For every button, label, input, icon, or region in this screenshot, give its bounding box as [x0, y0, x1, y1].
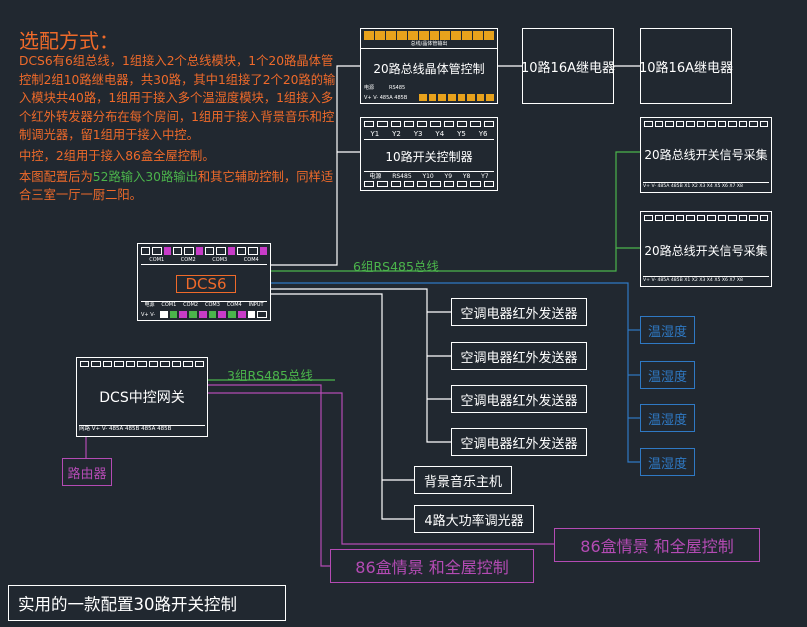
- relay-module-2: 10路16A继电器: [639, 28, 733, 104]
- dcs6-com3-top: COM3: [212, 257, 228, 263]
- bus3-label: 3组RS485总线: [227, 368, 313, 383]
- intro-para-2: 中控，2组用于接入86盒全屋控制。: [19, 148, 215, 163]
- dcs6-com3-bottom: COM3: [204, 302, 220, 308]
- scene-panel-2: 86盒情景 和全屋控制: [554, 528, 760, 562]
- music-host: 背景音乐主机: [414, 466, 512, 494]
- gateway-label: DCS中控网关: [99, 390, 185, 406]
- ir-transmitter-1: 空调电器红外发送器: [451, 298, 587, 326]
- transistor-module: 总线/晶体管输出 20路总线晶体管控制 电源 RS485 V+ V- 485A …: [360, 28, 498, 104]
- input-module-2-pins: V+ V- 485A 485B X1 X2 X3 X4 X5 X6 X7 X8: [643, 276, 769, 284]
- transistor-top-text: 总线/晶体管输出: [361, 41, 497, 49]
- input-module-1-label: 20路总线开关信号采集: [644, 148, 768, 162]
- switch-port-y4: Y4: [435, 130, 445, 138]
- dcs6-com4-bottom: COM4: [226, 302, 242, 308]
- dcs6-com2-top: COM2: [180, 257, 196, 263]
- dcs6-com1-top: COM1: [149, 257, 165, 263]
- switch-port-power: 电源: [369, 173, 382, 180]
- switch-controller-module: Y1 Y2 Y3 Y4 Y5 Y6 10路开关控制器 电源 RS485 Y10 …: [360, 117, 498, 191]
- switch-port-y7: Y7: [481, 173, 489, 180]
- dcs6-com1-bottom: COM1: [161, 302, 177, 308]
- dcs6-controller: COM1 COM2 COM3 COM4 电源 COM1 COM2 COM3 CO…: [137, 243, 271, 321]
- input-module-1: 20路总线开关信号采集 V+ V- 485A 485B X1 X2 X3 X4 …: [640, 117, 772, 193]
- intro-para-3-c: 和其它辅助控制，同样适合三室一厅一厨二阳。: [19, 169, 334, 203]
- intro-para-3-a: 本图配置后为: [19, 169, 93, 184]
- transistor-rs485-label: RS485: [389, 85, 406, 91]
- switch-port-y2: Y2: [392, 130, 401, 138]
- intro-para-1: DCS6有6组总线，1组接入2个总线模块，1个20路晶体管控制2组10路继电器，…: [19, 54, 336, 143]
- dimmer-module: 4路大功率调光器: [414, 505, 534, 533]
- relay-module-1: 10路16A继电器: [521, 28, 615, 104]
- ir-transmitter-3: 空调电器红外发送器: [451, 385, 587, 413]
- diagram-title: 实用的一款配置30路开关控制: [8, 585, 286, 621]
- intro-text: DCS6有6组总线，1组接入2个总线模块，1个20路晶体管控制2组10路继电器，…: [19, 52, 337, 205]
- switch-port-y6: Y6: [478, 130, 488, 138]
- gateway-ports: 网路 V+ V- 485A 485B 485A 485B: [79, 425, 205, 433]
- intro-para-3: 本图配置后为52路输入30路输出和其它辅助控制，同样适合三室一厅一厨二阳。: [19, 168, 337, 205]
- humidity-sensor-1: 温湿度: [640, 316, 695, 344]
- dcs6-label: DCS6: [176, 275, 236, 293]
- switch-port-y5: Y5: [457, 130, 466, 138]
- transistor-pins: V+ V- 485A 485B: [364, 95, 408, 101]
- switch-port-y3: Y3: [413, 130, 423, 138]
- input-module-1-pins: V+ V- 485A 485B X1 X2 X3 X4 X5 X6 X7 X8: [643, 182, 769, 190]
- gateway-module: DCS中控网关 网路 V+ V- 485A 485B 485A 485B: [76, 357, 208, 437]
- ir-transmitter-2: 空调电器红外发送器: [451, 342, 587, 370]
- transistor-power-label: 电源: [364, 85, 375, 91]
- switch-controller-label: 10路开关控制器: [385, 150, 473, 164]
- router: 路由器: [62, 458, 112, 486]
- switch-port-y8: Y8: [462, 173, 471, 180]
- dcs6-power-port: 电源: [144, 302, 155, 308]
- humidity-sensor-2: 温湿度: [640, 361, 695, 389]
- input-module-2: 20路总线开关信号采集 V+ V- 485A 485B X1 X2 X3 X4 …: [640, 211, 772, 287]
- humidity-sensor-4: 温湿度: [640, 448, 695, 476]
- humidity-sensor-3: 温湿度: [640, 404, 695, 432]
- intro-heading: 选配方式：: [19, 29, 119, 53]
- dcs6-input-port: INPUT: [248, 302, 264, 308]
- ir-transmitter-4: 空调电器红外发送器: [451, 428, 587, 456]
- dcs6-com4-top: COM4: [243, 257, 259, 263]
- transistor-label: 20路总线晶体管控制: [373, 62, 485, 76]
- intro-para-3-highlight: 52路输入30路输出: [92, 169, 198, 184]
- switch-port-y9: Y9: [444, 173, 453, 180]
- scene-panel-1: 86盒情景 和全屋控制: [330, 549, 534, 583]
- switch-port-rs485: RS485: [392, 173, 412, 180]
- dcs6-pins: V+ V-: [141, 312, 156, 318]
- dcs6-com2-bottom: COM2: [183, 302, 199, 308]
- switch-port-y1: Y1: [370, 130, 380, 138]
- bus6-label: 6组RS485总线: [353, 259, 439, 274]
- input-module-2-label: 20路总线开关信号采集: [644, 244, 768, 258]
- switch-port-y10: Y10: [422, 173, 434, 180]
